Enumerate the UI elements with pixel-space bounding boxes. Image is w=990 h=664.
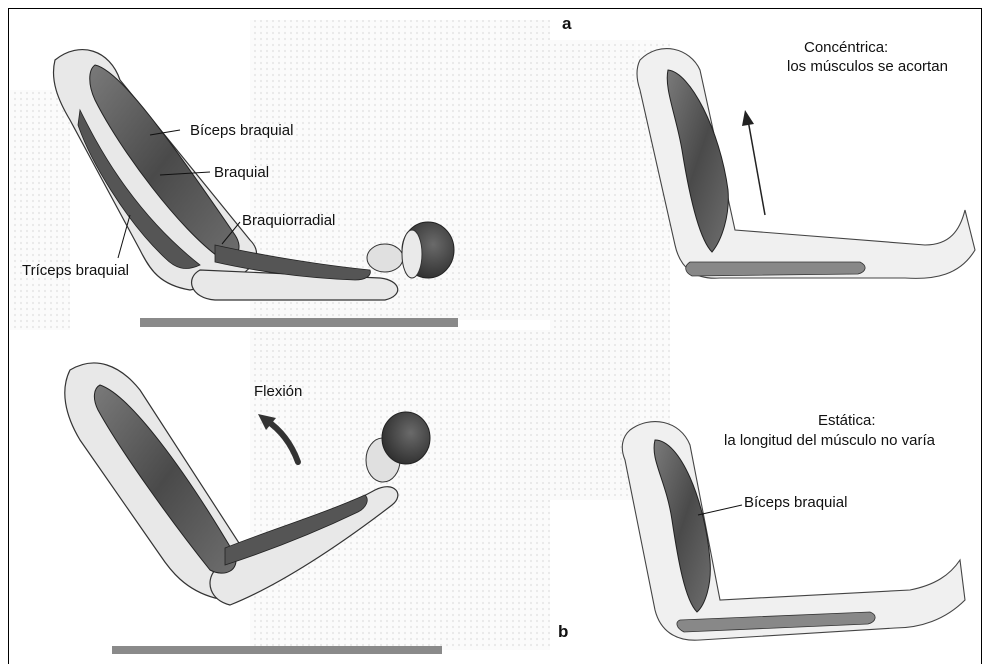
table-surface bbox=[140, 318, 458, 327]
panel-a-illustration bbox=[637, 49, 975, 279]
label-braquiorradial: Braquiorradial bbox=[242, 212, 335, 230]
caption-a-line2: los músculos se acortan bbox=[787, 58, 948, 76]
label-braquial: Braquial bbox=[214, 164, 269, 182]
label-biceps-braquial: Bíceps braquial bbox=[190, 122, 293, 140]
caption-b-line2: la longitud del músculo no varía bbox=[724, 432, 935, 450]
table-surface-bottom bbox=[112, 646, 442, 654]
panel-letter-b: b bbox=[558, 622, 568, 642]
panel-letter-a: a bbox=[562, 14, 571, 34]
panel-b-illustration bbox=[622, 422, 965, 641]
label-b-biceps-braquial: Bíceps braquial bbox=[744, 494, 847, 512]
label-triceps-braquial: Tríceps braquial bbox=[22, 262, 129, 280]
label-flexion: Flexión bbox=[254, 383, 302, 401]
caption-a-line1: Concéntrica: bbox=[804, 39, 888, 57]
caption-b-line1: Estática: bbox=[818, 412, 876, 430]
